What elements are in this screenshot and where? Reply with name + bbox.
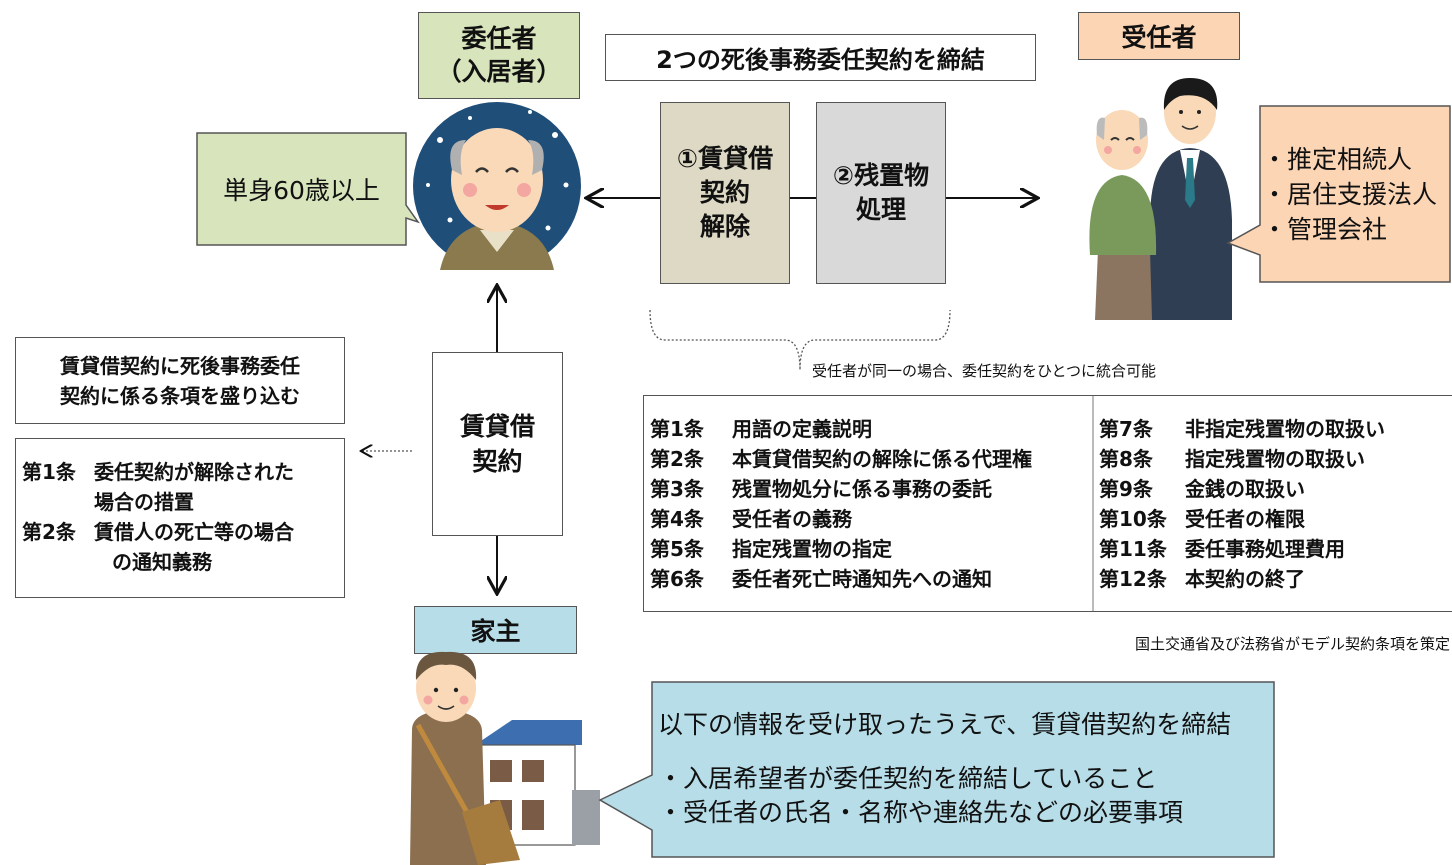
lease-clause-1-num: 第1条 (22, 460, 76, 484)
source-note-text: 国土交通省及び法務省がモデル契約条項を策定 (1134, 635, 1450, 653)
landlord-item-2: ・受任者の氏名・名称や連絡先などの必要事項 (658, 797, 1184, 827)
merge-note: 受任者が同一の場合、委任契約をひとつに統合可能 (812, 360, 1156, 381)
clause-note-box: 賃貸借契約に死後事務委任 契約に係る条項を盛り込む (15, 337, 345, 424)
model-clause-10-text: 受任者の権限 (1185, 507, 1305, 531)
model-clause-9-num: 第9条 (1099, 477, 1153, 501)
contract-residual-items: ②残置物 処理 (816, 102, 946, 284)
trustee-item-management-co: ・管理会社 (1262, 215, 1388, 244)
lease-clause-2: 第2条 賃借人の死亡等の場合 (22, 517, 344, 547)
trustee-title: 受任者 (1121, 23, 1197, 52)
landlord-heading: 以下の情報を受け取ったうえで、賃貸借契約を締結 (658, 710, 1232, 739)
delegator-title-box: 委任者 （入居者） (418, 12, 580, 99)
model-clause-2: 第2条 本賃貸借契約の解除に係る代理権 (650, 444, 1032, 474)
landlord-item-1: ・入居希望者が委任契約を締結していること (658, 763, 1158, 793)
model-clause-6-text: 委任者死亡時通知先への通知 (732, 567, 992, 591)
contracts-heading-box: 2つの死後事務委任契約を締結 (605, 34, 1036, 81)
model-clause-7-text: 非指定残置物の取扱い (1185, 417, 1385, 441)
delegator-note-text: 単身60歳以上 (223, 176, 380, 205)
delegator-subtitle: （入居者） (436, 56, 562, 86)
contract1-line1: ①賃貸借 (676, 144, 774, 174)
lease-contract-box: 賃貸借 契約 (432, 352, 563, 536)
model-clause-2-text: 本賃貸借契約の解除に係る代理権 (732, 447, 1032, 471)
model-clause-11: 第11条委任事務処理費用 (1099, 534, 1385, 564)
contract2-line1: ②残置物 (832, 161, 930, 191)
source-note: 国土交通省及び法務省がモデル契約条項を策定 (1135, 633, 1450, 654)
model-clause-8-text: 指定残置物の取扱い (1185, 447, 1365, 471)
landlord-info: 以下の情報を受け取ったうえで、賃貸借契約を締結 ・入居希望者が委任契約を締結して… (658, 708, 1231, 829)
model-clause-4-num: 第4条 (650, 507, 704, 531)
delegator-note: 単身60歳以上 (197, 133, 406, 245)
clause-note-line2: 契約に係る条項を盛り込む (60, 383, 300, 408)
model-clause-1-text: 用語の定義説明 (732, 417, 872, 441)
lease-clause-1-cont: 場合の措置 (22, 487, 344, 517)
model-clause-10: 第10条受任者の権限 (1099, 504, 1385, 534)
lease-clauses-box: 第1条 委任契約が解除された 場合の措置 第2条 賃借人の死亡等の場合 の通知義… (15, 438, 345, 598)
contracts-heading: 2つの死後事務委任契約を締結 (656, 46, 985, 74)
delegator-title: 委任者 (461, 24, 537, 53)
model-clause-5-text: 指定残置物の指定 (732, 537, 892, 561)
merge-note-text: 受任者が同一の場合、委任契約をひとつに統合可能 (812, 362, 1156, 380)
model-clause-2-num: 第2条 (650, 447, 704, 471)
model-clause-4-text: 受任者の義務 (732, 507, 852, 531)
model-clause-12: 第12条本契約の終了 (1099, 564, 1385, 594)
model-clause-10-num: 第10条 (1099, 507, 1167, 531)
lease-clause-1-text-2: 場合の措置 (94, 490, 194, 514)
model-clause-4: 第4条 受任者の義務 (650, 504, 1032, 534)
model-clause-11-text: 委任事務処理費用 (1185, 537, 1345, 561)
model-clause-5: 第5条 指定残置物の指定 (650, 534, 1032, 564)
model-clause-1-num: 第1条 (650, 417, 704, 441)
model-clause-3: 第3条 残置物処分に係る事務の委託 (650, 474, 1032, 504)
model-clause-11-num: 第11条 (1099, 537, 1167, 561)
landlord-title-box: 家主 (414, 606, 577, 654)
lease-clause-2-num: 第2条 (22, 520, 76, 544)
model-clause-7-num: 第7条 (1099, 417, 1153, 441)
model-clause-9-text: 金銭の取扱い (1185, 477, 1305, 501)
contract1-line3: 解除 (699, 211, 750, 241)
model-clause-3-text: 残置物処分に係る事務の委託 (732, 477, 992, 501)
model-clause-1: 第1条 用語の定義説明 (650, 414, 1032, 444)
model-clause-12-text: 本契約の終了 (1185, 567, 1305, 591)
trustee-title-box: 受任者 (1078, 12, 1240, 60)
model-clauses-table: 第1条 用語の定義説明 第2条 本賃貸借契約の解除に係る代理権 第3条 残置物処分に係… (643, 395, 1452, 612)
contract1-line2: 契約 (699, 178, 750, 208)
lease-clause-1-text: 委任契約が解除された (94, 460, 294, 484)
landlord-title: 家主 (470, 617, 521, 646)
model-clause-12-num: 第12条 (1099, 567, 1167, 591)
model-clause-8: 第8条 指定残置物の取扱い (1099, 444, 1385, 474)
clause-note-line1: 賃貸借契約に死後事務委任 (60, 353, 300, 378)
lease-label-line2: 契約 (472, 447, 523, 476)
contract2-line2: 処理 (855, 195, 906, 224)
model-clause-6-num: 第6条 (650, 567, 704, 591)
model-clause-6: 第6条 委任者死亡時通知先への通知 (650, 564, 1032, 594)
model-clauses-right-col: 第7条 非指定残置物の取扱い 第8条 指定残置物の取扱い 第9条 金銭の取扱い 第10… (1099, 414, 1385, 594)
model-clause-7: 第7条 非指定残置物の取扱い (1099, 414, 1385, 444)
lease-clause-2-text-2: の通知義務 (112, 550, 212, 574)
model-clause-8-num: 第8条 (1099, 447, 1153, 471)
model-clause-5-num: 第5条 (650, 537, 704, 561)
lease-label-line1: 賃貸借 (459, 412, 535, 441)
trustee-item-support-corp: ・居住支援法人 (1262, 180, 1438, 209)
lease-clause-2-text: 賃借人の死亡等の場合 (94, 520, 294, 544)
model-clause-9: 第9条 金銭の取扱い (1099, 474, 1385, 504)
trustee-list: ・推定相続人 ・居住支援法人 ・管理会社 (1262, 142, 1437, 247)
model-clauses-left-col: 第1条 用語の定義説明 第2条 本賃貸借契約の解除に係る代理権 第3条 残置物処分に係… (650, 414, 1032, 594)
lease-clause-2-cont: の通知義務 (22, 547, 344, 577)
trustee-item-heir: ・推定相続人 (1262, 145, 1413, 174)
contract-lease-termination: ①賃貸借 契約 解除 (660, 102, 790, 284)
model-clause-3-num: 第3条 (650, 477, 704, 501)
lease-clause-1: 第1条 委任契約が解除された (22, 457, 344, 487)
